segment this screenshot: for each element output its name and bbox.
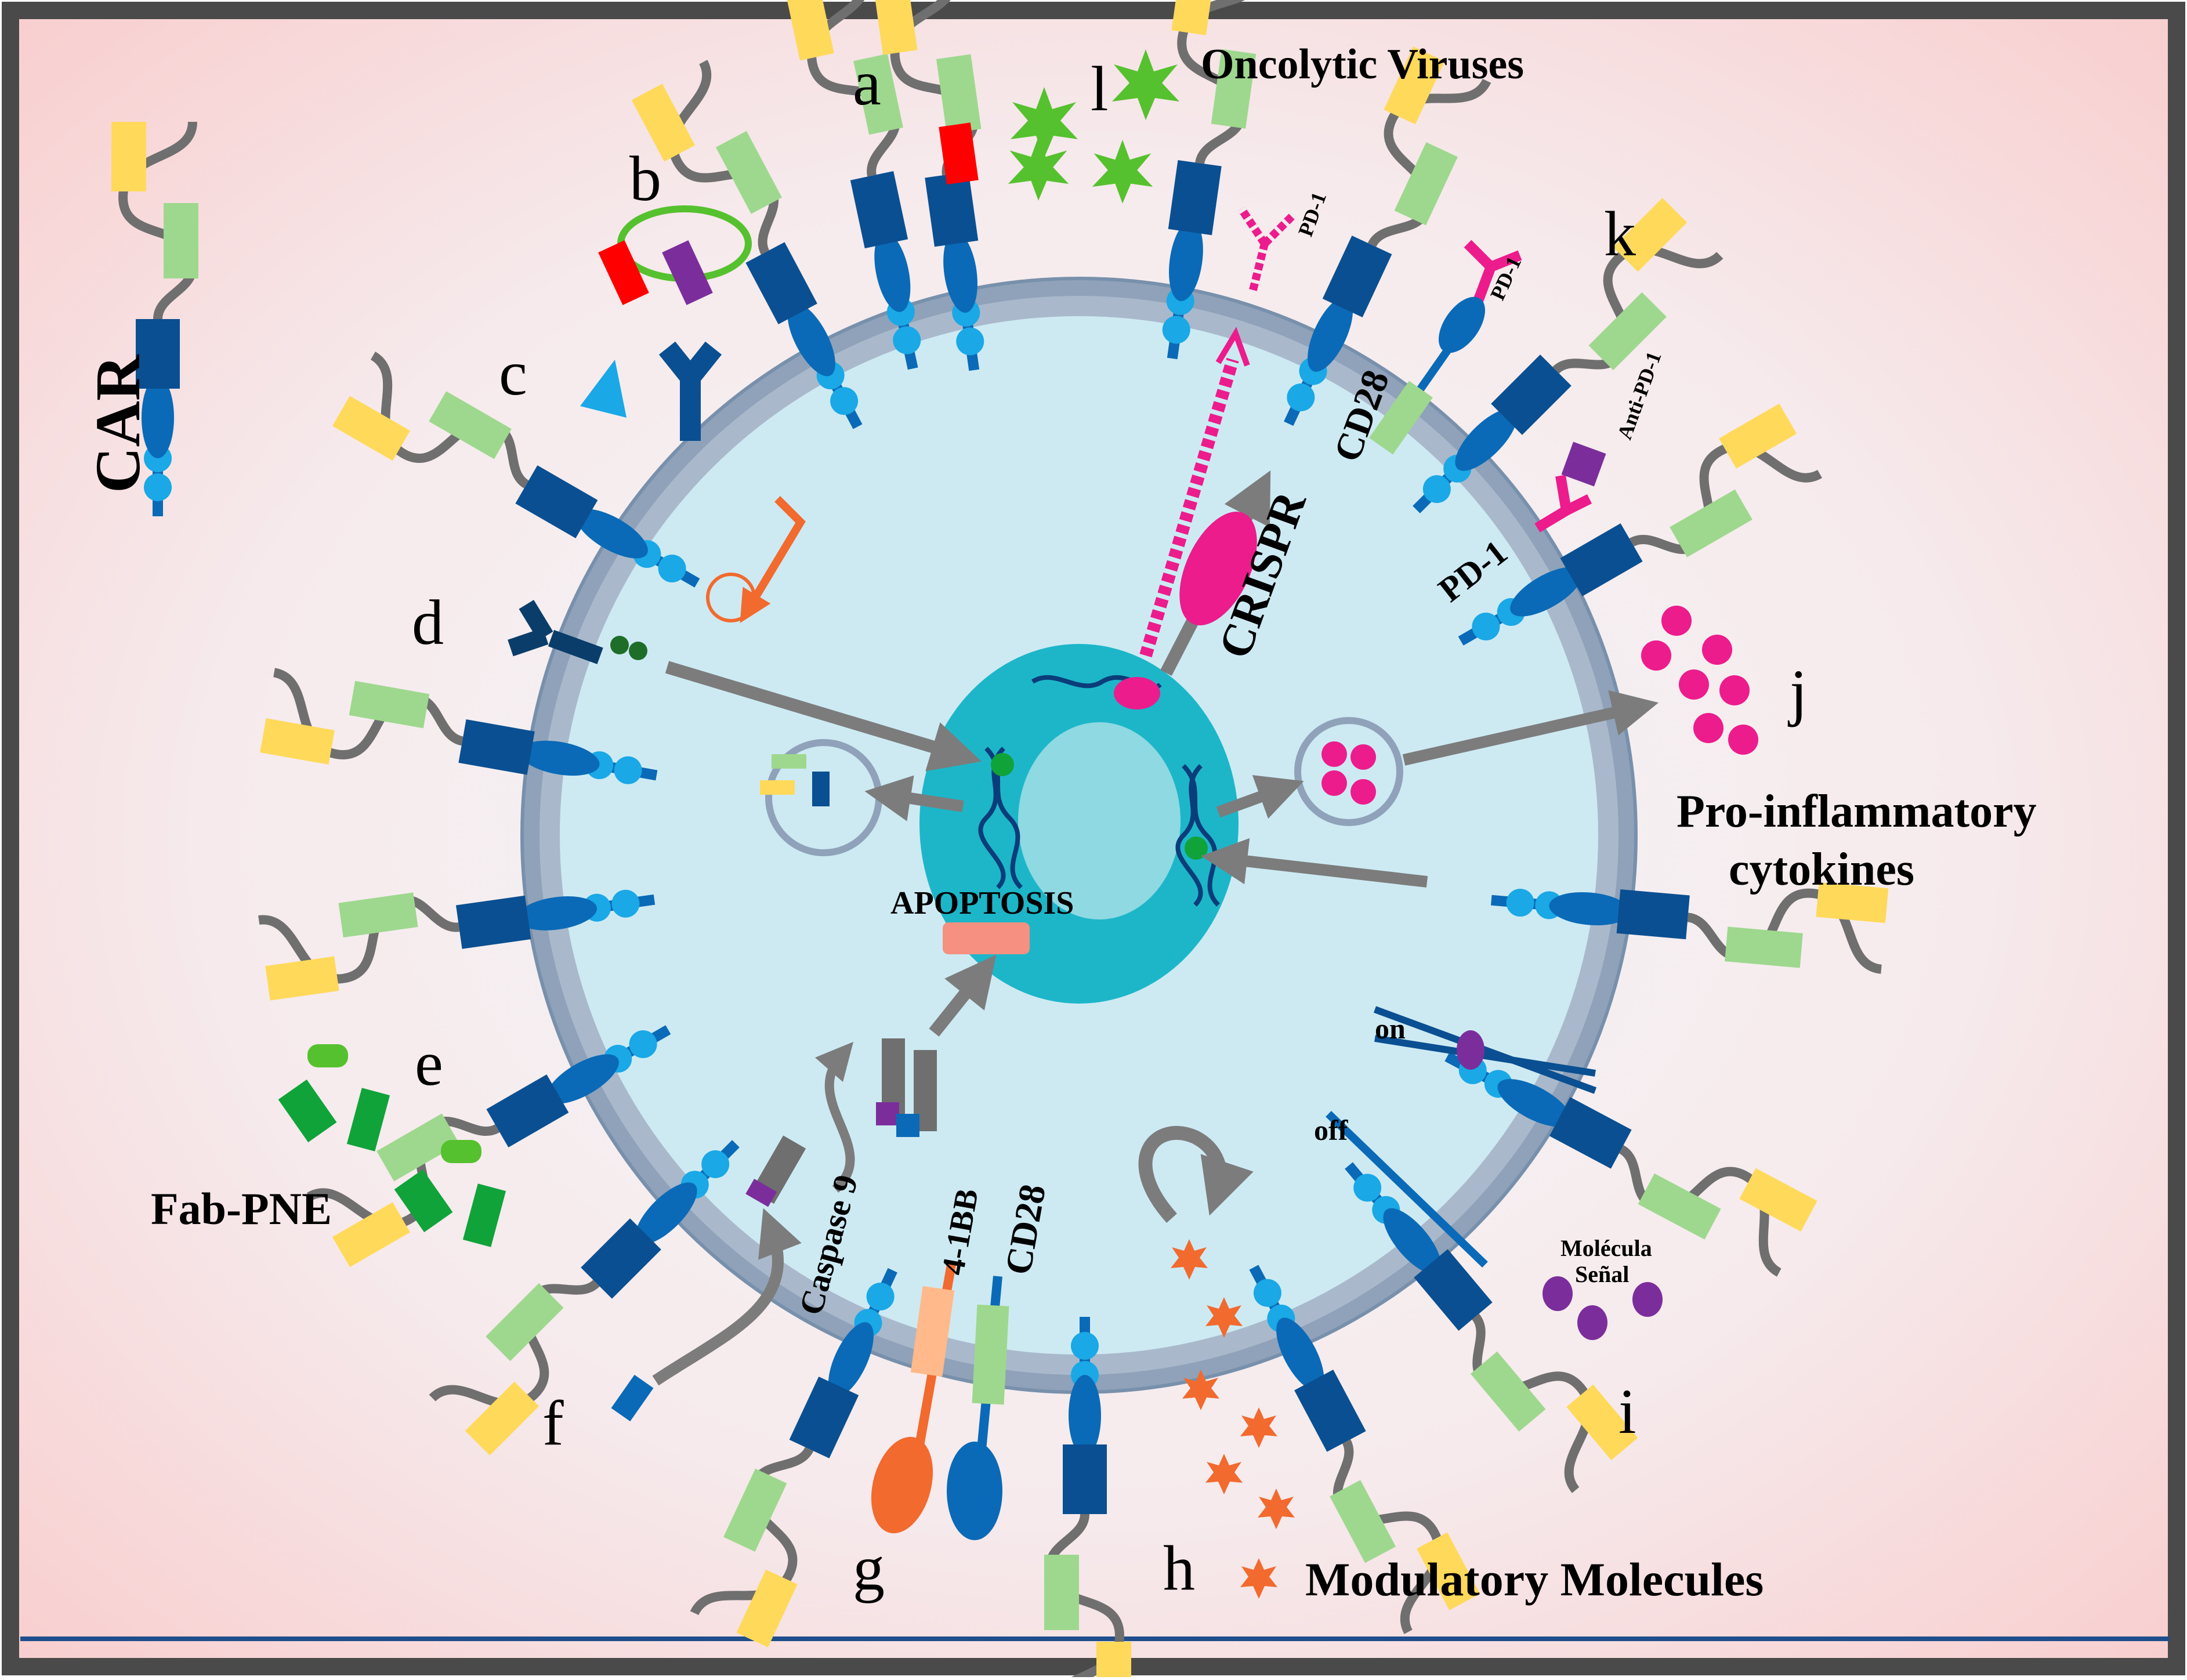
panel-d-arrow	[665, 661, 982, 772]
panel-f-blue-tag	[611, 1374, 654, 1422]
cytokine-1	[1661, 606, 1692, 636]
panel-letter-e: e	[415, 1028, 443, 1099]
anti-pd1-y	[1534, 475, 1592, 533]
panel-c-antigen-triangle	[580, 360, 627, 418]
costim-cd28-domain	[972, 1304, 1009, 1405]
crispr-pd1-y	[1238, 207, 1297, 291]
car-legend: CAR	[82, 122, 198, 516]
panel-b-purple-domain	[662, 240, 713, 305]
fab-pne-green-4	[441, 1140, 481, 1163]
caspase9-purple-1	[745, 1179, 777, 1207]
panel-c-switch-arrow	[740, 496, 806, 624]
apoptosis-bar	[943, 922, 1030, 954]
vesicle-car-domain-1	[772, 754, 806, 769]
oncolytic-viruses-label: Oncolytic Viruses	[1201, 41, 1524, 88]
dna-right-2	[1175, 764, 1203, 907]
vesicle-arrow	[864, 775, 964, 821]
vesicle-car-domain-2	[760, 780, 795, 795]
panel-a-red-domain	[939, 122, 979, 184]
cytokine-6	[1693, 713, 1723, 743]
cytokine-5	[1719, 675, 1750, 705]
panel-d-green-1	[610, 636, 629, 654]
costim-cd28-bulb	[947, 1442, 1002, 1540]
signal-molecule-label-2: Señal	[1575, 1261, 1629, 1287]
panel-letter-g: g	[853, 1533, 885, 1603]
fab-pne-green-2	[278, 1079, 337, 1143]
cytokine-in-vesicle-4	[1350, 779, 1376, 805]
switch-on-molecule	[1457, 1030, 1484, 1070]
dna-mark-left	[991, 753, 1014, 776]
panel-letter-a: a	[853, 48, 881, 118]
caspase9-dimer-blue	[896, 1114, 919, 1137]
fab-pne-green-3	[346, 1088, 390, 1152]
fab-pne-green-5	[394, 1169, 453, 1233]
panel-k-pd1-bulb	[1439, 296, 1485, 353]
cytokine-vesicle	[1294, 717, 1403, 826]
panel-letter-b: b	[629, 143, 661, 214]
switch-off-label: off	[1314, 1114, 1349, 1146]
switch-off-stem	[1326, 1110, 1488, 1268]
signal-molecule-label-1: Molécula	[1560, 1235, 1652, 1261]
dna-mark-right	[1185, 837, 1208, 860]
signal-molecule-2	[1577, 1305, 1607, 1340]
caspase9-dimer-purple	[876, 1102, 899, 1125]
crispr-complex-on-dna	[1114, 677, 1160, 709]
panel-letter-l: l	[1091, 53, 1109, 124]
cytokine-4	[1679, 669, 1709, 700]
vesicle-car-domain-3	[812, 772, 830, 806]
panel-d-green-2	[629, 642, 647, 660]
panel-letter-c: c	[499, 338, 527, 408]
fab-pne-green-1	[307, 1044, 348, 1067]
costim-41bb-bulb	[871, 1436, 933, 1534]
panel-c-switch-ring	[706, 573, 756, 622]
panel-h-recycle-arrow	[1138, 1126, 1254, 1223]
costim-41bb-domain	[910, 1286, 955, 1377]
panel-d-antibody	[508, 600, 603, 664]
switch-on-label: on	[1375, 1012, 1406, 1045]
cell	[520, 277, 1638, 1394]
signal-molecule-1	[1543, 1276, 1573, 1311]
apoptosis-arrow	[929, 954, 997, 1037]
cytokine-in-vesicle-3	[1321, 770, 1347, 796]
panel-b-red-domain	[598, 240, 649, 305]
cytokine-3	[1641, 640, 1671, 671]
signal-to-nucleus-arrow	[1201, 838, 1428, 888]
crispr-export-arrowhead	[1215, 327, 1250, 367]
panel-letter-k: k	[1604, 198, 1636, 269]
panel-letter-j: j	[1787, 657, 1808, 727]
switch-on-bar-2	[1374, 1035, 1596, 1077]
panel-c-antibody	[658, 341, 722, 441]
nucleus-to-vesicle-arrow	[1216, 775, 1304, 819]
panel-letter-i: i	[1618, 1376, 1636, 1447]
switch-on-bar-1	[1373, 1006, 1597, 1094]
panel-f-entry-arrow	[652, 1208, 802, 1386]
crispr-cas9	[1179, 512, 1257, 625]
fab-pne-label: Fab-PNE	[151, 1183, 332, 1234]
cytokine-in-vesicle-1	[1321, 741, 1347, 767]
panel-k-cd28-domain	[1369, 381, 1433, 455]
nucleolus	[1018, 722, 1181, 919]
fab-pne-green-6	[462, 1183, 506, 1247]
anti-pd1-purple	[1561, 441, 1606, 487]
cytokine-7	[1728, 725, 1758, 755]
apoptosis-label: APOPTOSIS	[890, 885, 1074, 921]
pro-inflammatory-label-2: cytokines	[1729, 844, 1914, 895]
cytokine-in-vesicle-2	[1350, 744, 1376, 770]
pro-inflammatory-label-1: Pro-inflammatory	[1677, 786, 2037, 837]
cytokine-2	[1702, 635, 1732, 665]
panel-letter-h: h	[1163, 1533, 1195, 1603]
panel-letter-d: d	[412, 587, 444, 658]
panel-letter-f: f	[542, 1388, 564, 1458]
crispr-export-arrow	[1139, 357, 1239, 658]
cytokine-release-arrow	[1402, 690, 1659, 766]
car-legend-label: CAR	[82, 354, 153, 493]
modulatory-molecules-label: Modulatory Molecules	[1305, 1553, 1764, 1606]
caspase9-curve-arrow	[814, 1041, 855, 1193]
signal-molecule-3	[1632, 1282, 1663, 1317]
